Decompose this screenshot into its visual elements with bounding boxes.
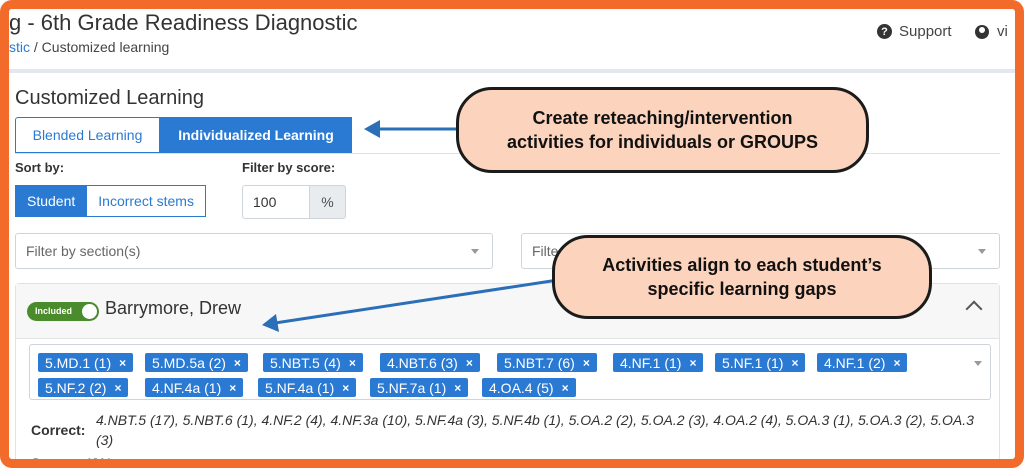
remove-tag-icon[interactable]: ×: [454, 380, 462, 395]
callout-reteach-line2: activities for individuals or GROUPS: [506, 132, 819, 152]
standard-tag: 4.NF.1 (2)×: [817, 353, 908, 372]
remove-tag-icon[interactable]: ×: [561, 380, 569, 395]
standard-tag: 5.MD.1 (1)×: [38, 353, 134, 372]
breadcrumb: stic / Customized learning: [9, 39, 169, 55]
remove-tag-icon[interactable]: ×: [114, 380, 122, 395]
section-filter-select[interactable]: Filter by section(s): [15, 233, 493, 269]
score-filter-input[interactable]: [242, 185, 310, 219]
section-title: Customized Learning: [15, 87, 204, 109]
remove-tag-icon[interactable]: ×: [582, 355, 590, 370]
student-name: Barrymore, Drew: [105, 298, 242, 318]
remove-tag-icon[interactable]: ×: [893, 355, 901, 370]
user-label: vi: [997, 23, 1008, 40]
remove-tag-icon[interactable]: ×: [348, 355, 356, 370]
standard-tag: 5.NBT.7 (6)×: [497, 353, 597, 372]
remove-tag-icon[interactable]: ×: [465, 355, 473, 370]
tab-individualized-learning[interactable]: Individualized Learning: [160, 117, 352, 153]
standard-tag: 4.NF.4a (1)×: [145, 378, 244, 397]
breadcrumb-link[interactable]: stic: [9, 39, 30, 55]
correct-label: Correct:: [31, 422, 86, 438]
remove-tag-icon[interactable]: ×: [342, 380, 350, 395]
standard-tag: 5.NF.4a (1)×: [258, 378, 357, 397]
chevron-up-icon[interactable]: [965, 300, 983, 318]
top-bar: g - 6th Grade Readiness Diagnostic stic …: [9, 9, 1015, 73]
chevron-down-icon: [471, 249, 479, 254]
user-menu[interactable]: vi: [975, 23, 1008, 40]
remove-tag-icon[interactable]: ×: [791, 355, 799, 370]
support-link[interactable]: ? Support: [877, 23, 952, 40]
sort-toggle-group: Student Incorrect stems: [15, 185, 206, 217]
callout-reteach-line1: Create reteaching/intervention: [532, 108, 793, 128]
score-label: Score:: [31, 455, 75, 468]
chevron-down-icon[interactable]: [974, 361, 982, 366]
callout-align-line2: specific learning gaps: [647, 279, 837, 299]
tab-blended-learning[interactable]: Blended Learning: [15, 117, 160, 153]
callout-align: Activities align to each student’s speci…: [552, 235, 932, 319]
correct-standards-text: 4.NBT.5 (17), 5.NBT.6 (1), 4.NF.2 (4), 4…: [96, 412, 974, 448]
included-label: Included: [35, 306, 73, 316]
support-label: Support: [899, 23, 952, 40]
standard-tag: 4.NBT.6 (3)×: [380, 353, 480, 372]
standard-tag: 5.NF.7a (1)×: [370, 378, 469, 397]
second-filter-placeholder: Filte: [532, 243, 559, 259]
standards-multiselect[interactable]: 5.MD.1 (1)× 5.MD.5a (2)× 5.NBT.5 (4)× 4.…: [29, 344, 991, 400]
standard-tag: 5.NF.2 (2)×: [38, 378, 129, 397]
included-toggle[interactable]: Included: [27, 302, 99, 321]
remove-tag-icon[interactable]: ×: [119, 355, 127, 370]
toggle-knob: [82, 304, 97, 319]
page-title: g - 6th Grade Readiness Diagnostic: [9, 10, 358, 35]
sort-incorrect-stems-button[interactable]: Incorrect stems: [86, 185, 206, 217]
sort-student-button[interactable]: Student: [15, 185, 88, 217]
standard-tag: 5.NF.1 (1)×: [715, 353, 806, 372]
callout-align-line1: Activities align to each student’s: [602, 255, 882, 275]
tab-bar: Blended Learning Individualized Learning: [15, 117, 1000, 154]
standard-tag: 5.MD.5a (2)×: [145, 353, 248, 372]
question-icon: ?: [877, 24, 892, 39]
section-filter-placeholder: Filter by section(s): [26, 243, 141, 259]
callout-reteach: Create reteaching/intervention activitie…: [456, 87, 869, 173]
user-icon: [975, 24, 989, 39]
remove-tag-icon[interactable]: ×: [233, 355, 241, 370]
score-value: 48%: [83, 455, 112, 468]
breadcrumb-current: / Customized learning: [33, 39, 170, 55]
percent-addon: %: [309, 185, 346, 219]
standard-tag: 4.OA.4 (5)×: [482, 378, 576, 397]
remove-tag-icon[interactable]: ×: [689, 355, 697, 370]
chevron-down-icon: [978, 249, 986, 254]
filter-score-label: Filter by score:: [242, 160, 336, 175]
sort-by-label: Sort by:: [15, 160, 65, 175]
standard-tag: 5.NBT.5 (4)×: [263, 353, 363, 372]
remove-tag-icon[interactable]: ×: [229, 380, 237, 395]
standard-tag: 4.NF.1 (1)×: [613, 353, 704, 372]
